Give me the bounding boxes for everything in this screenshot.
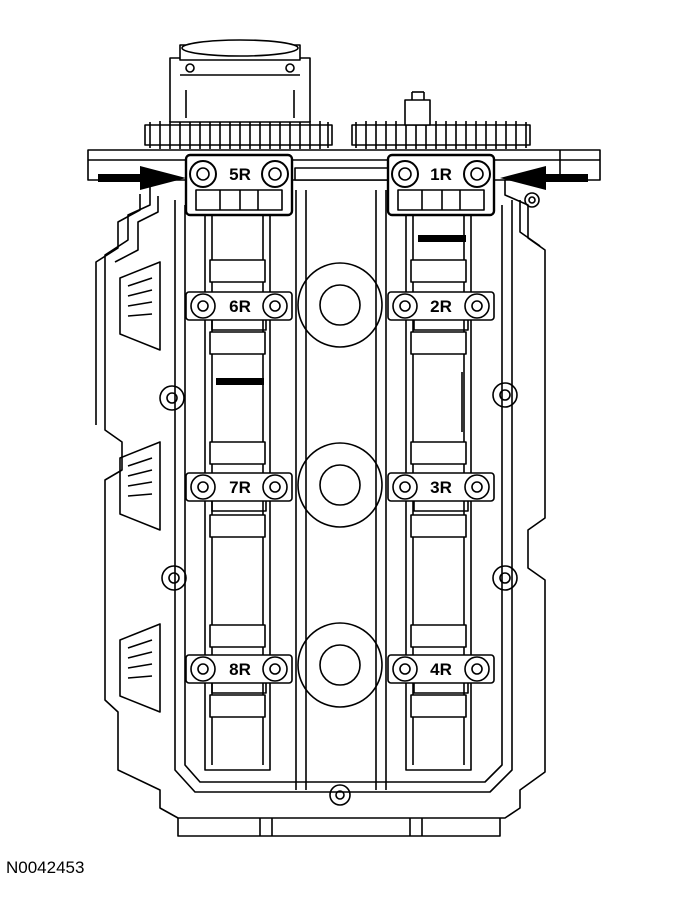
cap-label-7R: 7R xyxy=(229,478,251,497)
journal-cap-8R xyxy=(185,654,293,694)
front-cap-1R xyxy=(386,153,496,217)
cylinder-head-outline xyxy=(95,180,546,837)
cap-label-8R: 8R xyxy=(229,660,251,679)
journal-cap-7R xyxy=(185,472,293,512)
figure-id: N0042453 xyxy=(6,858,85,877)
journal-cap-3R xyxy=(387,472,495,512)
head-bolt-bosses xyxy=(159,192,540,806)
left-cam-sprocket xyxy=(144,121,333,149)
spark-plug-wells xyxy=(297,262,383,708)
cap-label-6R: 6R xyxy=(229,297,251,316)
cap-label-2R: 2R xyxy=(430,297,452,316)
cap-label-5R: 5R xyxy=(229,165,251,184)
left-arrow-icon xyxy=(98,166,186,190)
cap-label-3R: 3R xyxy=(430,478,452,497)
right-arrow-icon xyxy=(500,166,588,190)
cap-label-4R: 4R xyxy=(430,660,452,679)
vct-phaser xyxy=(169,39,311,123)
journal-cap-2R xyxy=(387,291,495,331)
cap-label-1R: 1R xyxy=(430,165,452,184)
journal-cap-6R xyxy=(185,291,293,331)
left-ribs xyxy=(119,261,161,713)
journal-cap-4R xyxy=(387,654,495,694)
front-cap-5R xyxy=(184,153,294,217)
right-cam-sprocket xyxy=(351,91,531,149)
